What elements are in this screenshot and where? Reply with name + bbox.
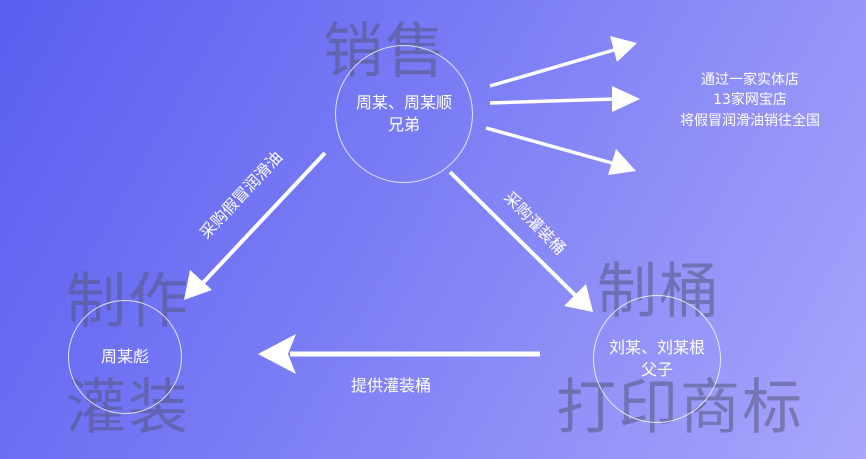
barrels-entity-line1: 刘某、刘某根 [608, 338, 705, 358]
filling-entity: 周某彪 [100, 347, 149, 367]
arrow-sales-to-outlets-top [489, 36, 637, 88]
arrow-barrels-to-filling [258, 334, 540, 374]
barrels-entity-node: 刘某、刘某根 父子 [593, 295, 721, 423]
arrow-sales-to-filling [184, 151, 327, 300]
sales-entity-node: 周某、周某顺 兄弟 [335, 45, 473, 183]
edge-label-barrels-to-filling: 提供灌装桶 [351, 376, 432, 395]
barrels-entity-line2: 父子 [640, 360, 673, 379]
sales-outlets: 通过一家实体店 13家网宝店 将假冒润滑油销往全国 [650, 70, 850, 131]
outlets-line1: 通过一家实体店 [701, 72, 799, 88]
outlets-line2: 13家网宝店 [713, 92, 787, 109]
arrow-sales-to-outlets-bottom [485, 126, 636, 175]
filling-entity-node: 周某彪 [68, 300, 182, 414]
sales-entity-line1: 周某、周某顺 [355, 93, 452, 113]
sales-entity-line2: 兄弟 [387, 115, 420, 134]
outlets-line3: 将假冒润滑油销往全国 [680, 112, 820, 129]
arrow-sales-to-barrels [448, 170, 593, 312]
arrow-sales-to-outlets-middle [489, 86, 640, 112]
